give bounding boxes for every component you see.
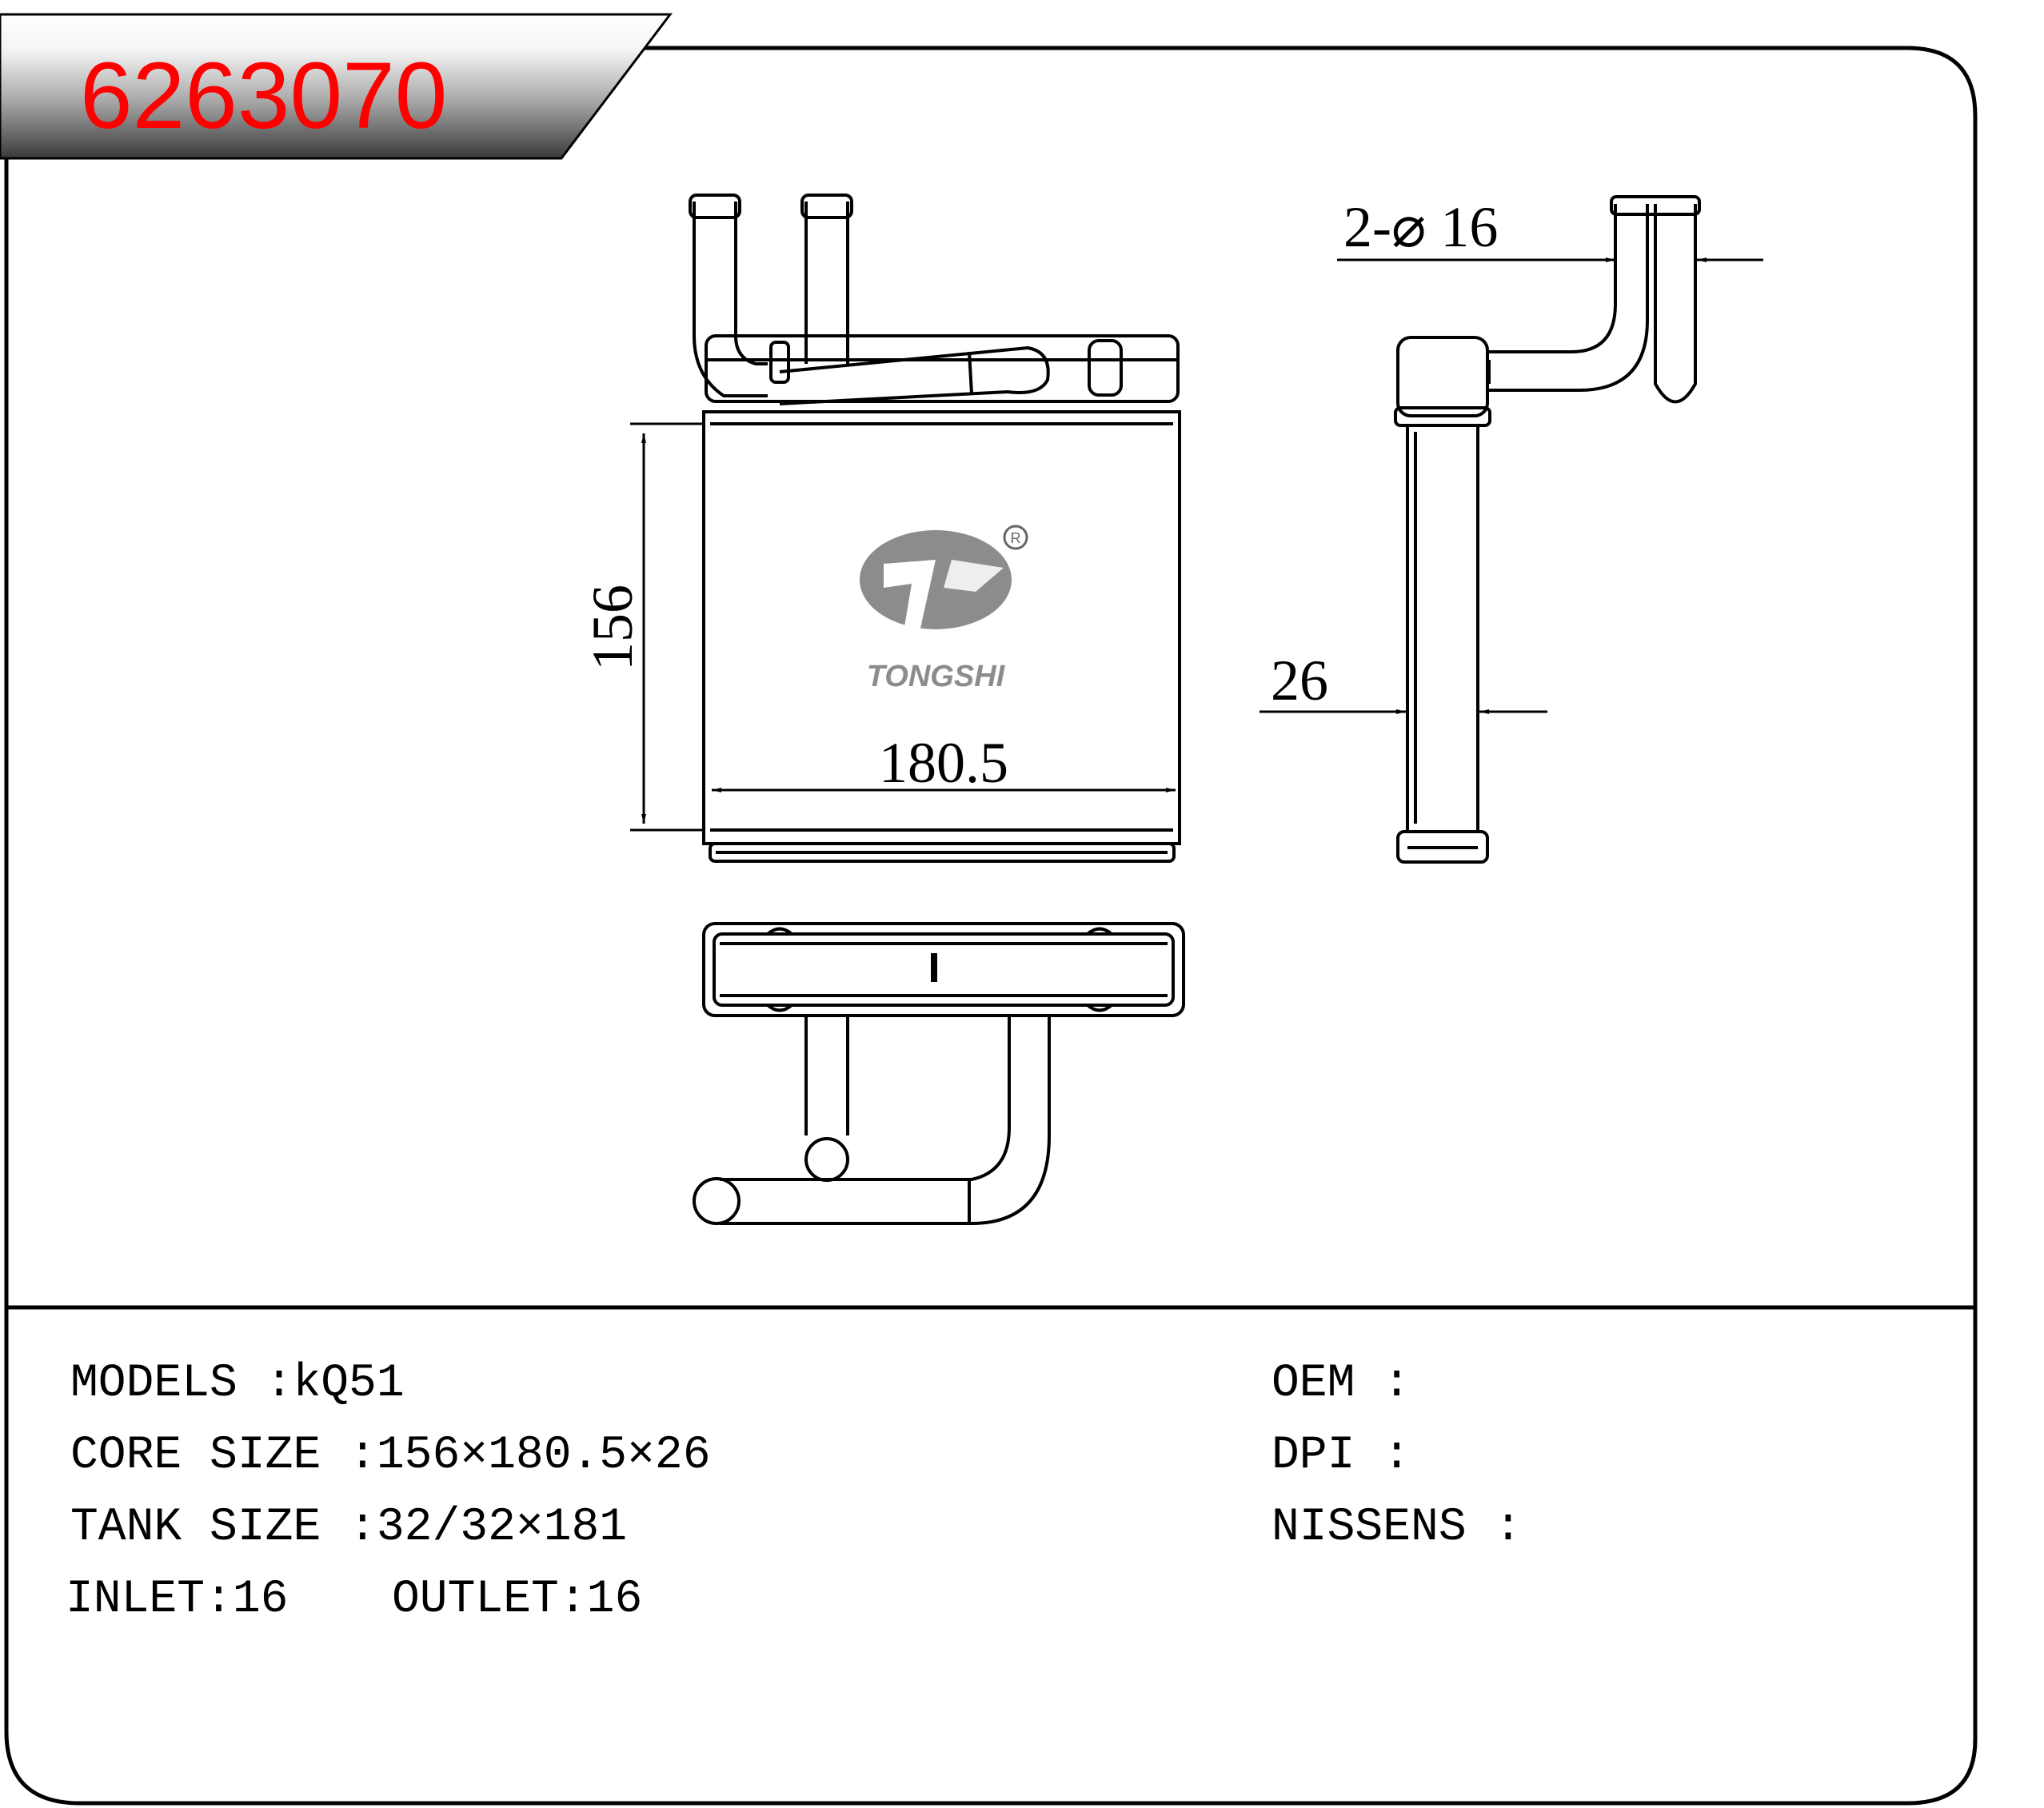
front-pipe-right: [804, 202, 849, 364]
registered-mark: R: [1011, 530, 1021, 546]
height-dimension: [630, 422, 704, 832]
spec-oem: OEM :: [1272, 1358, 1411, 1410]
spec-models: MODELS :kQ51: [70, 1358, 405, 1410]
front-view: [689, 194, 1181, 863]
spec-tank-size: TANK SIZE :32/32×181: [70, 1502, 627, 1554]
pipe-diameter-label: 2-⌀ 16: [1343, 195, 1498, 259]
part-number: 6263070: [80, 43, 447, 149]
front-bottom-tank: [709, 842, 1176, 863]
side-view: [1394, 195, 1701, 864]
spec-core-size: CORE SIZE :156×180.5×26: [70, 1430, 711, 1482]
spec-dpi: DPI :: [1272, 1430, 1411, 1482]
side-core: [1406, 424, 1479, 833]
brand-logo: R TONGSHI: [860, 525, 1028, 693]
width-label: 180.5: [879, 731, 1008, 795]
spec-nissens: NISSENS :: [1272, 1502, 1522, 1554]
spec-inlet: INLET:16: [66, 1574, 288, 1626]
sheet-frame: [4, 46, 1978, 1806]
depth-label: 26: [1271, 649, 1328, 712]
header-tab: 6263070: [0, 13, 673, 160]
brand-name: TONGSHI: [867, 660, 1006, 693]
front-top-tank: [705, 334, 1180, 403]
spec-outlet: OUTLET:16: [392, 1574, 642, 1626]
bottom-tank: [702, 922, 1185, 1017]
height-label: 156: [581, 585, 645, 671]
spec-block: MODELS :kQ51 CORE SIZE :156×180.5×26 TAN…: [66, 1358, 1522, 1626]
bottom-view: [693, 922, 1185, 1225]
